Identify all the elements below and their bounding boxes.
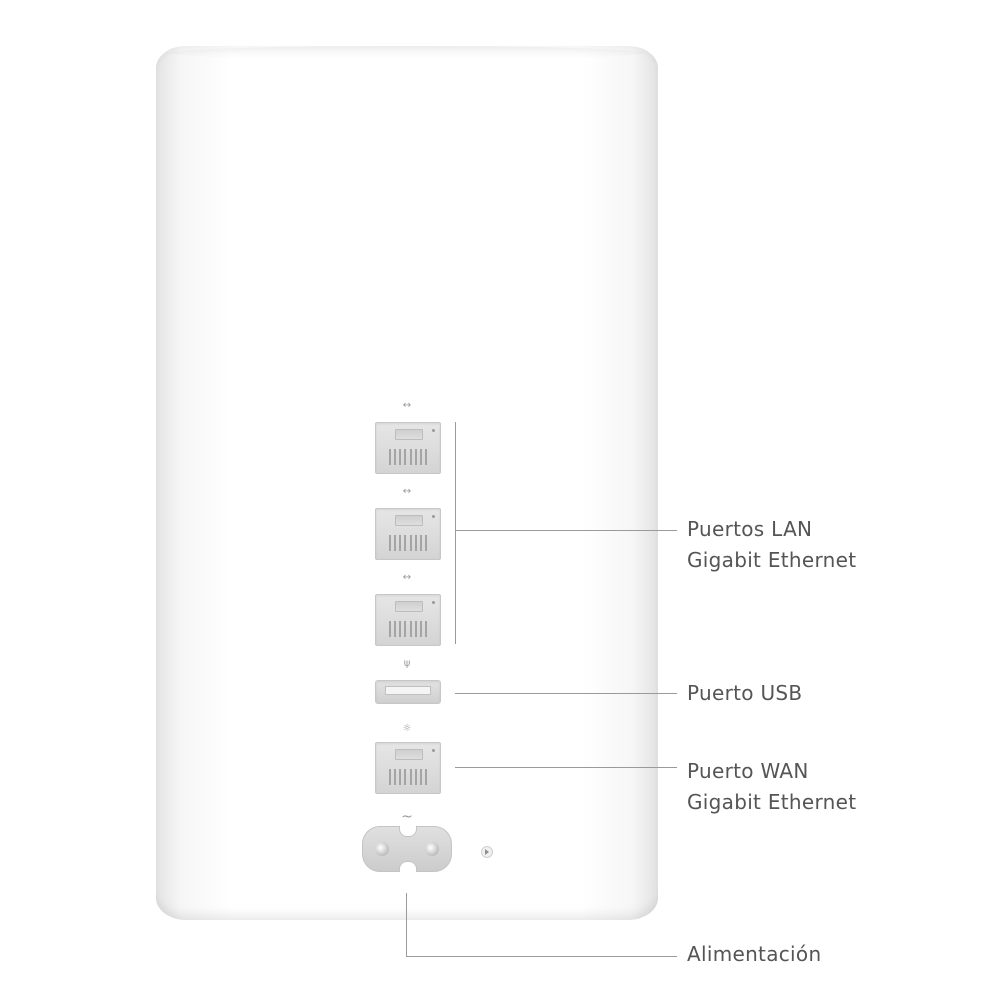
lan-callout-line bbox=[455, 530, 677, 531]
lan-port-2 bbox=[375, 508, 441, 560]
lan-ports-label: Puertos LAN Gigabit Ethernet bbox=[687, 514, 856, 576]
device-top-edge bbox=[170, 46, 644, 60]
lan-port-3 bbox=[375, 594, 441, 646]
wan-port-label: Puerto WAN Gigabit Ethernet bbox=[687, 756, 856, 818]
reset-button bbox=[481, 846, 493, 858]
power-ac-icon: ~ bbox=[401, 809, 413, 825]
usb-port-label: Puerto USB bbox=[687, 681, 803, 705]
power-callout-vertical bbox=[406, 893, 407, 956]
power-port bbox=[362, 826, 452, 872]
lan-arrows-icon: ↔ bbox=[402, 400, 412, 411]
usb-port bbox=[375, 680, 441, 704]
power-callout-line bbox=[406, 956, 677, 957]
usb-callout-line bbox=[455, 693, 677, 694]
lan-arrows-icon: ↔ bbox=[402, 486, 412, 497]
wan-port bbox=[375, 742, 441, 794]
wan-port-label-line1: Puerto WAN bbox=[687, 759, 809, 783]
wan-callout-line bbox=[455, 767, 677, 768]
usb-icon: ψ bbox=[403, 658, 411, 669]
power-label: Alimentación bbox=[687, 942, 822, 966]
wan-port-label-line2: Gigabit Ethernet bbox=[687, 790, 857, 814]
lan-ports-label-line2: Gigabit Ethernet bbox=[687, 548, 857, 572]
lan-port-1 bbox=[375, 422, 441, 474]
lan-bracket-line bbox=[455, 422, 456, 644]
wan-sun-icon: ☼ bbox=[402, 723, 412, 734]
lan-arrows-icon: ↔ bbox=[402, 572, 412, 583]
lan-ports-label-line1: Puertos LAN bbox=[687, 517, 813, 541]
